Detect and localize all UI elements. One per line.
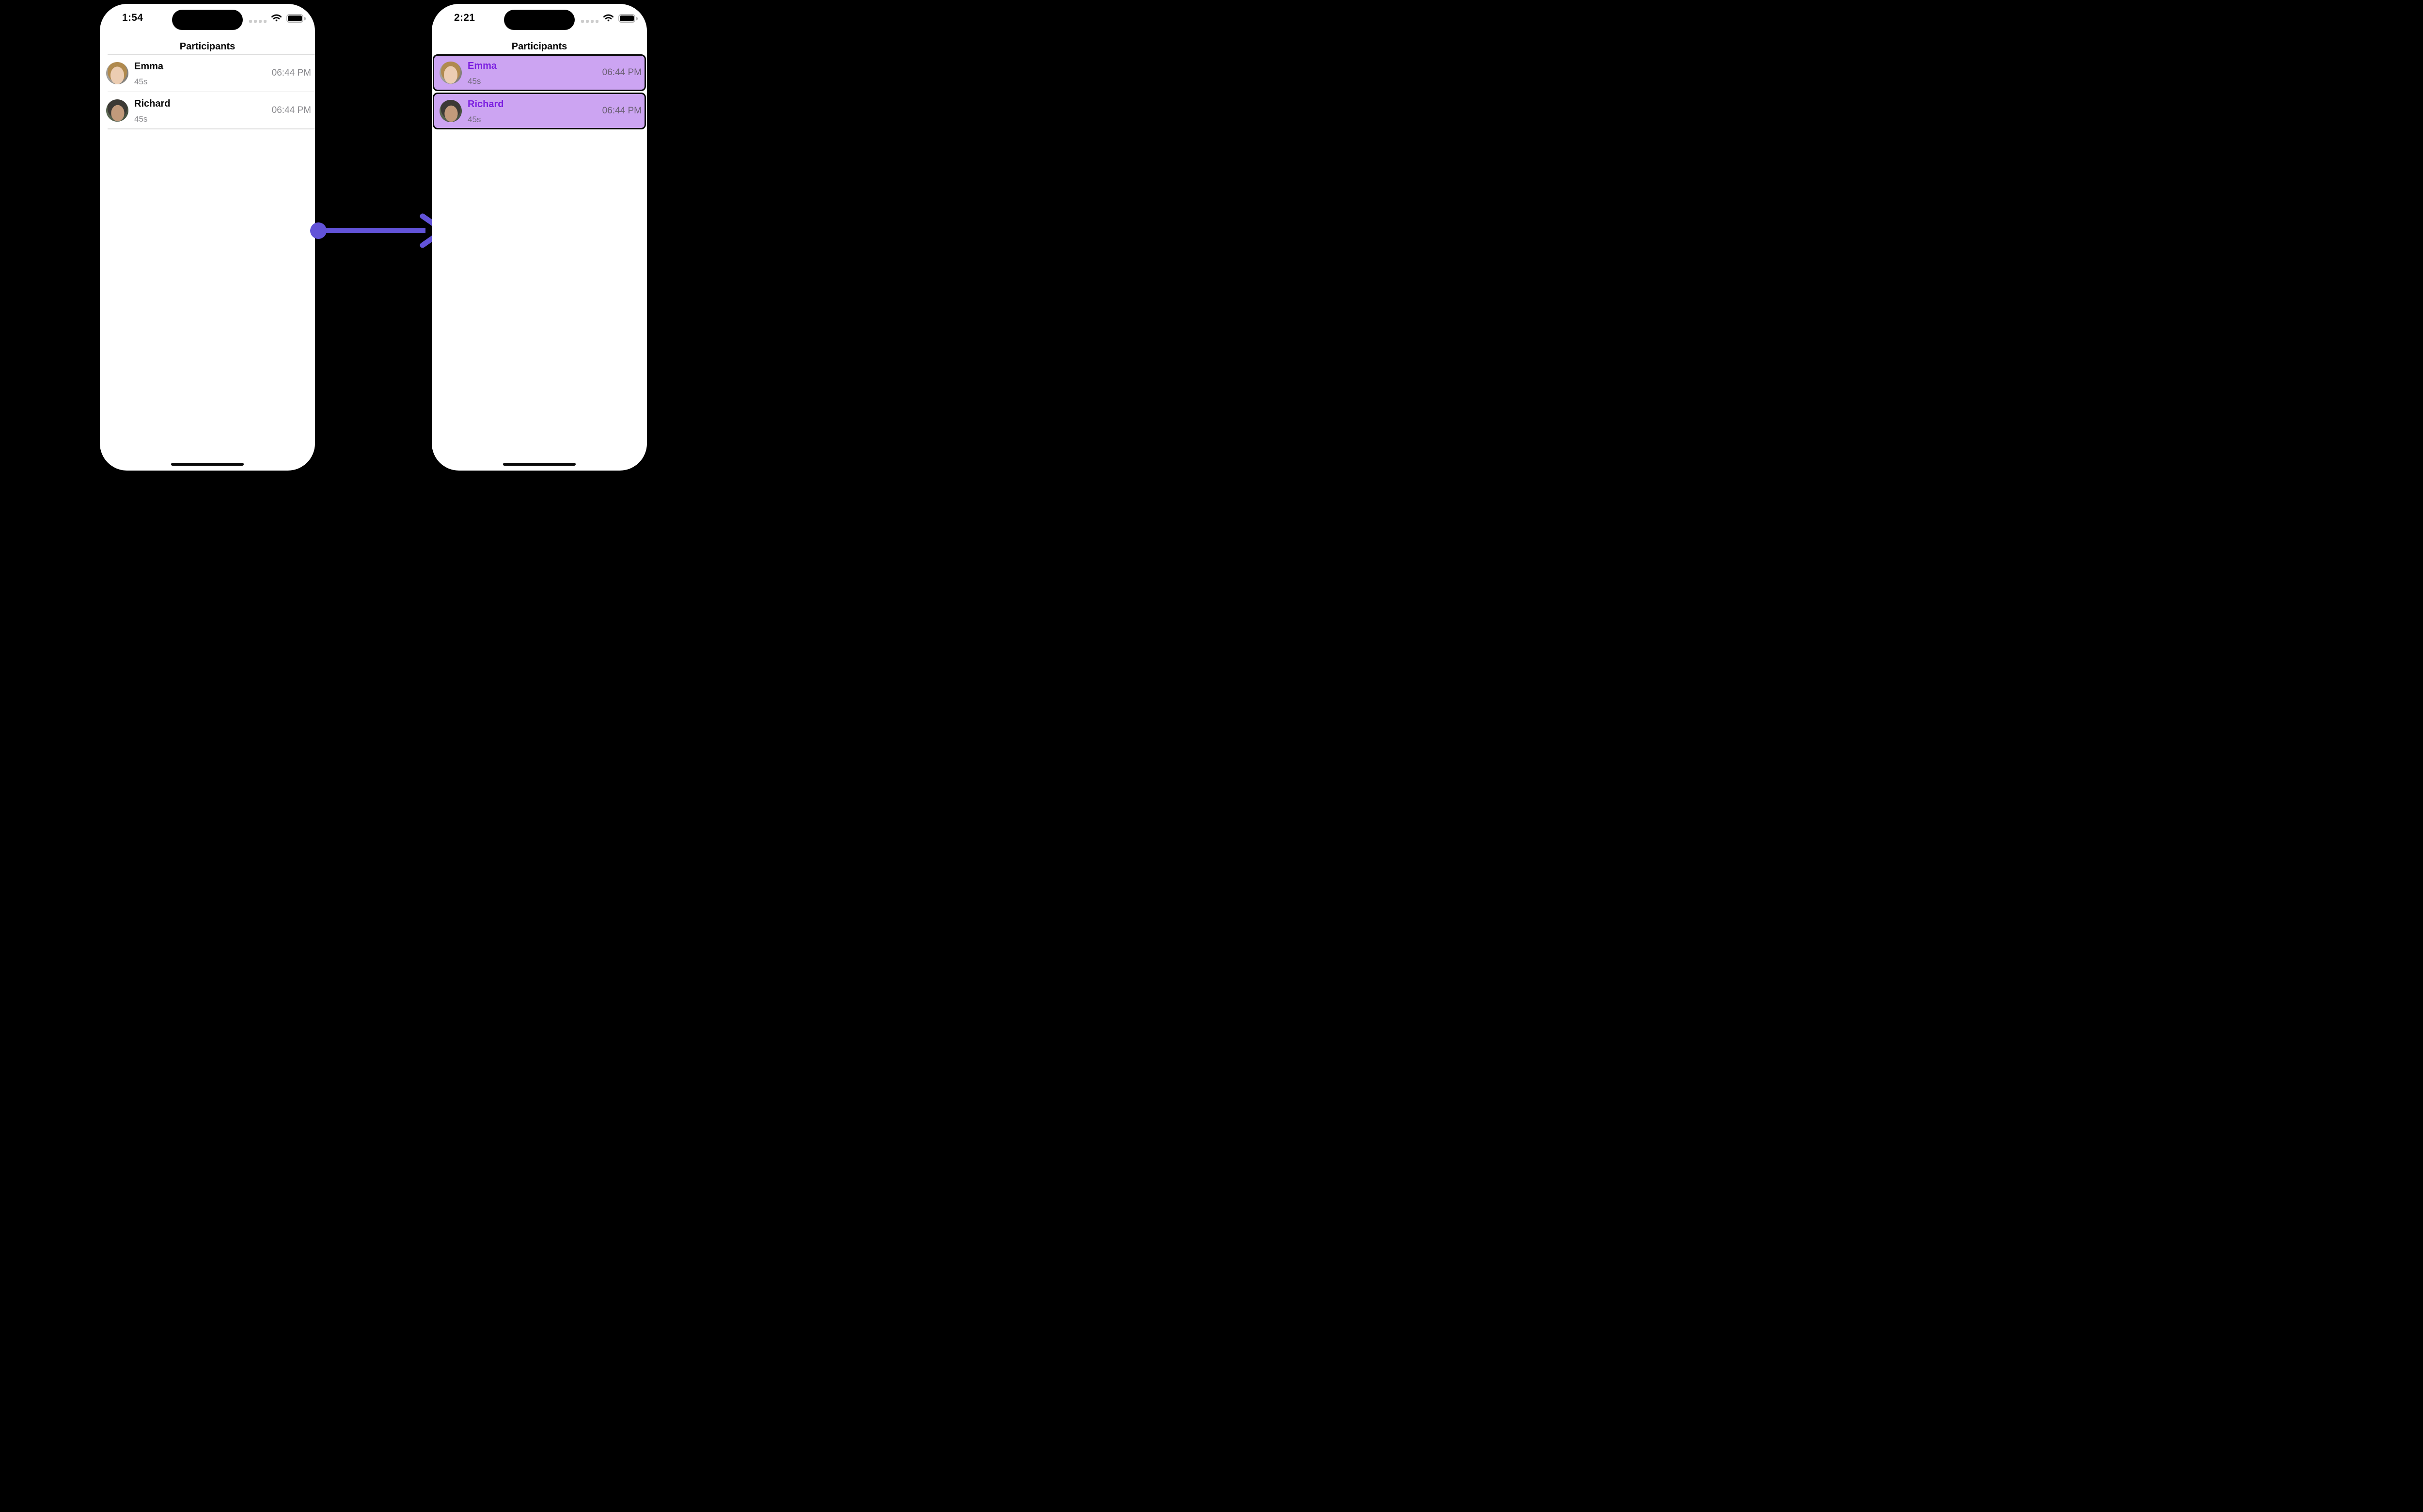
dynamic-island	[172, 10, 243, 30]
phone-screen-after: 2:21 Participants Emma 45s	[432, 4, 647, 471]
before-after-comparison: 1:54 Participants Emma 45s	[0, 0, 760, 473]
home-indicator[interactable]	[171, 463, 244, 466]
row-separator	[108, 91, 315, 92]
participant-duration: 45s	[468, 115, 481, 124]
home-indicator[interactable]	[503, 463, 576, 466]
participant-duration: 45s	[468, 77, 481, 86]
avatar-richard	[106, 99, 128, 122]
participant-duration: 45s	[134, 77, 148, 86]
avatar-emma	[106, 62, 128, 84]
participant-row-emma[interactable]: Emma 45s 06:44 PM	[434, 56, 645, 90]
phone-screen-before: 1:54 Participants Emma 45s	[100, 4, 315, 471]
row-separator	[108, 128, 315, 129]
status-icons	[581, 14, 638, 23]
highlighted-participant-card-richard[interactable]: Richard 45s 06:44 PM	[433, 93, 646, 129]
participant-row-richard[interactable]: Richard 45s 06:44 PM	[100, 92, 315, 128]
cellular-signal-icon	[581, 20, 598, 23]
battery-icon	[618, 14, 638, 23]
battery-icon	[286, 14, 306, 23]
dynamic-island	[504, 10, 575, 30]
transition-arrow	[310, 213, 446, 248]
participant-text: Richard 45s	[468, 98, 602, 124]
status-time: 2:21	[454, 12, 475, 23]
participant-time: 06:44 PM	[602, 106, 642, 116]
participant-row-richard[interactable]: Richard 45s 06:44 PM	[434, 94, 645, 128]
participants-list-highlighted: Emma 45s 06:44 PM Richard 45s 06:44 PM	[433, 54, 646, 129]
page-title: Participants	[179, 41, 236, 52]
wifi-icon	[271, 14, 282, 22]
participant-name: Richard	[468, 99, 504, 110]
participant-duration: 45s	[134, 114, 148, 124]
participant-name: Emma	[134, 61, 164, 72]
participant-row-emma[interactable]: Emma 45s 06:44 PM	[100, 55, 315, 92]
arrow-start-dot-icon	[310, 222, 327, 239]
participant-text: Richard 45s	[134, 98, 272, 123]
participant-name: Richard	[134, 98, 171, 109]
participants-list: Emma 45s 06:44 PM Richard 45s 06:44 PM	[100, 54, 315, 129]
participant-name: Emma	[468, 61, 497, 71]
avatar-richard	[440, 100, 462, 122]
wifi-icon	[603, 14, 614, 22]
avatar-emma	[440, 62, 462, 84]
status-time: 1:54	[122, 12, 143, 23]
page-title: Participants	[511, 41, 567, 52]
status-bar: 1:54	[100, 4, 315, 35]
participant-time: 06:44 PM	[271, 68, 311, 78]
participant-time: 06:44 PM	[602, 67, 642, 78]
row-separator	[108, 54, 315, 55]
participant-text: Emma 45s	[134, 61, 272, 86]
highlighted-participant-card-emma[interactable]: Emma 45s 06:44 PM	[433, 54, 646, 91]
participant-text: Emma 45s	[468, 60, 602, 85]
status-icons	[249, 14, 306, 23]
participant-time: 06:44 PM	[271, 105, 311, 115]
status-bar: 2:21	[432, 4, 647, 35]
cellular-signal-icon	[249, 20, 267, 23]
